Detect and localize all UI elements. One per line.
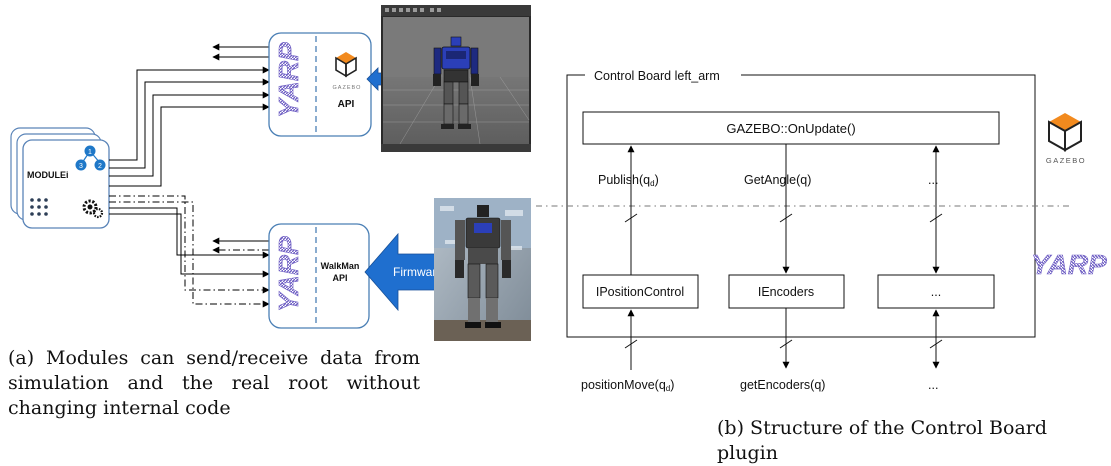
interface-label-other: ... [931, 285, 941, 299]
interface-label-position: IPositionControl [596, 285, 684, 299]
walkman-api-line1: WalkMan [321, 261, 360, 271]
get-angle-label: GetAngle(q) [744, 173, 811, 187]
module-box [22, 139, 110, 229]
gazebo-logo-icon [335, 52, 357, 78]
svg-text:1: 1 [88, 149, 92, 156]
gazebo-api-label: API [338, 99, 355, 110]
caption-a: (a) Modules can send/receive data from s… [8, 347, 420, 419]
walkman-api-line2: API [332, 273, 347, 283]
publish-label: Publish(qd) [598, 173, 659, 188]
caption-b: (b) Structure of the Control Board plugi… [717, 417, 1048, 464]
position-move-label: positionMove(qd) [581, 378, 674, 393]
yarp-logo-vertical: YARP [273, 42, 305, 119]
svg-text:2: 2 [98, 163, 102, 170]
figure-canvas: MODULEi 1 3 2 [10, 5, 1107, 393]
svg-text:YARP: YARP [273, 236, 304, 312]
interface-box-position [582, 274, 699, 309]
flow-arrows [624, 144, 943, 370]
interface-label-encoders: IEncoders [758, 285, 814, 299]
yarp-logo-vertical-2: YARP [273, 236, 305, 313]
badge-3-icon [75, 159, 87, 171]
upper-dots-label: ... [928, 173, 938, 187]
gazebo-logo-right-text: GAZEBO [1046, 156, 1086, 165]
walkman-api-box: YARP WalkMan API [268, 223, 370, 329]
yarp-logo-right: YARP [1031, 249, 1107, 280]
module-stack: MODULEi 1 3 2 [10, 127, 110, 229]
real-robot-photo [434, 198, 531, 341]
simulated-robot [433, 36, 479, 129]
figure-a: MODULEi 1 3 2 [10, 5, 531, 341]
control-board-title: Control Board left_arm [594, 69, 720, 83]
svg-text:YARP: YARP [273, 42, 304, 118]
dot-grid-icon [30, 198, 48, 216]
update-box-label: GAZEBO::OnUpdate() [726, 121, 855, 136]
interface-box-other [877, 274, 995, 309]
real-robot [455, 205, 511, 328]
svg-text:3: 3 [79, 163, 83, 170]
gears-icon [82, 199, 104, 219]
update-box [582, 111, 1000, 145]
badge-2-icon [94, 159, 106, 171]
firmware-label: Firmware [393, 265, 443, 279]
gazebo-small-text: GAZEBO [333, 85, 362, 91]
lower-dots-label: ... [928, 378, 938, 392]
gazebo-logo-right-icon [1048, 113, 1082, 152]
get-encoders-label: getEncoders(q) [740, 378, 825, 392]
module-connections-lower [109, 195, 270, 308]
badge-1-icon [84, 145, 96, 157]
gazebo-api-box: YARP GAZEBO API [268, 32, 372, 137]
module-badges: 1 3 2 [75, 145, 106, 171]
simulation-screenshot [381, 5, 531, 152]
module-connections-upper [109, 43, 270, 187]
module-label: MODULEi [27, 170, 69, 180]
figure-b: Control Board left_arm GAZEBO::OnUpdate(… [536, 66, 1107, 393]
